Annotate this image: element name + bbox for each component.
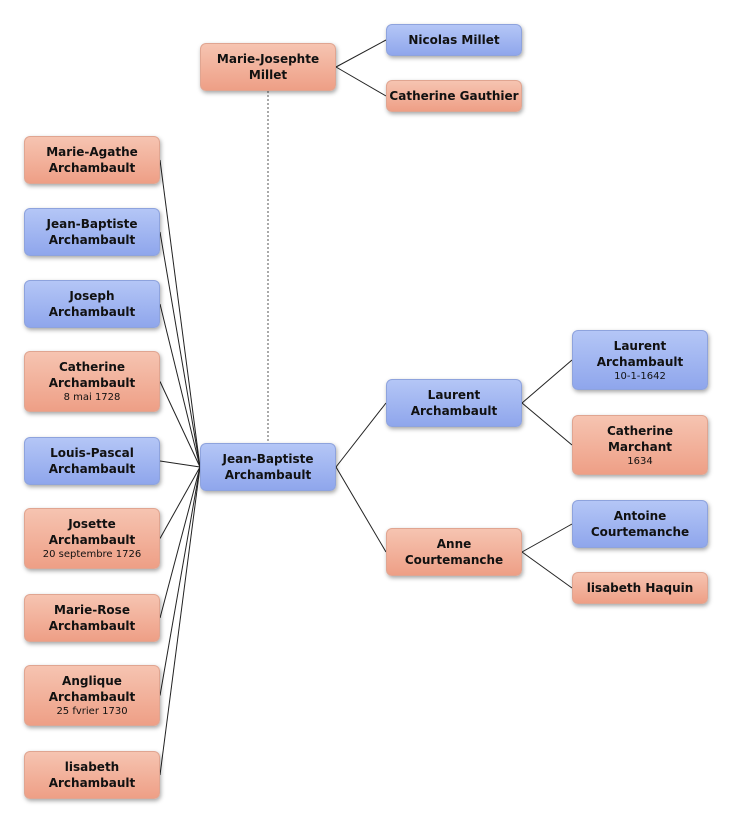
person-date: 8 mai 1728: [63, 392, 121, 403]
child-link: [159, 303, 201, 468]
child-link: [159, 466, 201, 619]
person-date: 25 fvrier 1730: [56, 706, 128, 717]
person-name: lisabeth Archambault: [48, 760, 136, 790]
person-nicolas[interactable]: Nicolas Millet: [386, 24, 522, 56]
person-catherine-g[interactable]: Catherine Gauthier: [386, 80, 522, 112]
person-name: Marie-Agathe Archambault: [46, 145, 138, 175]
person-child-2[interactable]: Jean-Baptiste Archambault: [24, 208, 160, 256]
person-child-9[interactable]: lisabeth Archambault: [24, 751, 160, 799]
person-elisabeth-h[interactable]: lisabeth Haquin: [572, 572, 708, 604]
person-laurent[interactable]: Laurent Archambault: [386, 379, 522, 427]
parent-link: [521, 523, 573, 553]
child-link: [159, 159, 201, 468]
person-child-1[interactable]: Marie-Agathe Archambault: [24, 136, 160, 184]
person-marie-josephte[interactable]: Marie-Josephte Millet: [200, 43, 336, 91]
person-date: 10-1-1642: [614, 370, 666, 382]
parent-link: [521, 551, 573, 589]
person-name: lisabeth Haquin: [586, 581, 694, 595]
person-child-7[interactable]: Marie-Rose Archambault: [24, 594, 160, 642]
person-name: Anglique Archambault: [48, 674, 136, 704]
person-name: Anne Courtemanche: [404, 537, 504, 567]
child-link: [159, 381, 201, 468]
child-link: [159, 466, 201, 696]
person-child-3[interactable]: Joseph Archambault: [24, 280, 160, 328]
person-child-4[interactable]: Catherine Archambault 8 mai 1728: [24, 351, 160, 412]
person-name: Nicolas Millet: [408, 33, 500, 47]
person-name: Louis-Pascal Archambault: [48, 446, 136, 476]
person-child-8[interactable]: Anglique Archambault 25 fvrier 1730: [24, 665, 160, 726]
person-name: Catherine Marchant: [606, 423, 674, 454]
person-anne[interactable]: Anne Courtemanche: [386, 528, 522, 576]
parent-link: [521, 402, 573, 446]
person-name: Catherine Archambault: [48, 360, 136, 390]
person-name: Laurent Archambault: [410, 388, 498, 418]
person-date: 1634: [627, 455, 653, 467]
person-name: Laurent Archambault: [596, 338, 684, 369]
parent-link: [335, 39, 387, 68]
person-name: Marie-Josephte Millet: [216, 52, 320, 82]
parent-link: [521, 359, 573, 404]
person-jean-baptiste-main[interactable]: Jean-Baptiste Archambault: [200, 443, 336, 491]
person-child-6[interactable]: Josette Archambault 20 septembre 1726: [24, 508, 160, 569]
child-link: [159, 231, 201, 468]
child-link: [159, 466, 201, 776]
child-link: [159, 466, 201, 539]
person-name: Catherine Gauthier: [389, 89, 519, 103]
person-name: Josette Archambault: [48, 517, 136, 547]
parent-link: [335, 66, 387, 97]
person-name: Antoine Courtemanche: [590, 509, 690, 539]
person-name: Jean-Baptiste Archambault: [46, 217, 138, 247]
child-link: [159, 460, 201, 468]
person-child-5[interactable]: Louis-Pascal Archambault: [24, 437, 160, 485]
parent-link: [335, 402, 387, 468]
person-antoine[interactable]: Antoine Courtemanche: [572, 500, 708, 548]
parent-link: [335, 466, 387, 553]
person-name: Jean-Baptiste Archambault: [222, 452, 314, 482]
person-date: 20 septembre 1726: [42, 549, 142, 560]
person-name: Marie-Rose Archambault: [48, 603, 136, 633]
person-name: Joseph Archambault: [48, 289, 136, 319]
